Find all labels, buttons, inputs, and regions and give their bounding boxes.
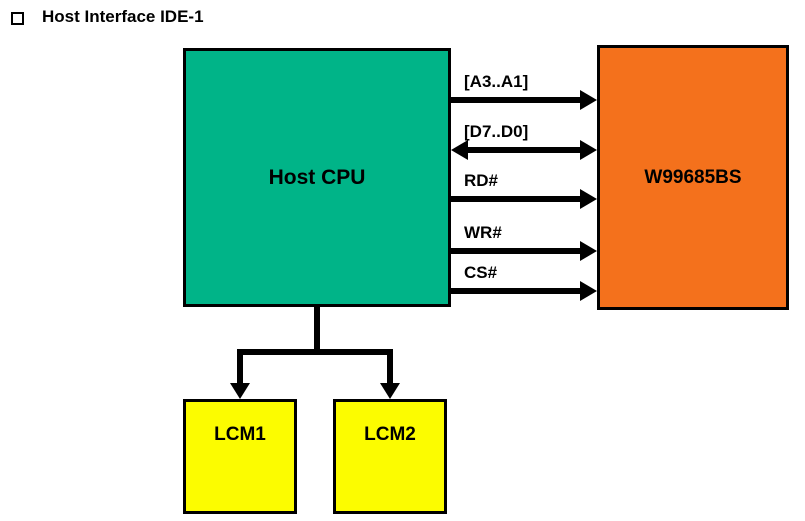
- arrowhead-down-lcm1-icon: [230, 383, 250, 399]
- w99685bs-box: W99685BS: [597, 45, 789, 310]
- signal-a3-a1: [A3..A1]: [451, 72, 597, 110]
- signal-line: [467, 147, 581, 153]
- signal-wr: WR#: [451, 223, 597, 261]
- square-bullet-icon: [11, 12, 24, 25]
- connector-branch-lcm1-line: [237, 349, 243, 385]
- host-cpu-label: Host CPU: [268, 165, 366, 189]
- page-title: Host Interface IDE-1: [42, 7, 204, 26]
- lcm2-label: LCM2: [364, 424, 416, 445]
- signal-line: [451, 196, 581, 202]
- signal-label-a3-a1: [A3..A1]: [464, 72, 529, 91]
- signal-line: [451, 248, 581, 254]
- arrowhead-down-lcm2-icon: [380, 383, 400, 399]
- arrowhead-right-icon: [580, 140, 597, 160]
- connector-horizontal-line: [237, 349, 393, 355]
- connector-stem-line: [314, 305, 320, 355]
- arrowhead-right-icon: [580, 241, 597, 261]
- arrowhead-right-icon: [580, 90, 597, 110]
- connector-branch-lcm2-line: [387, 349, 393, 385]
- lcm1-label: LCM1: [214, 424, 266, 445]
- signal-label-cs: CS#: [464, 263, 498, 282]
- signal-label-wr: WR#: [464, 223, 502, 242]
- signal-label-d7-d0: [D7..D0]: [464, 122, 529, 141]
- signal-d7-d0: [D7..D0]: [451, 122, 597, 160]
- chip-label: W99685BS: [644, 166, 742, 188]
- arrowhead-right-icon: [580, 189, 597, 209]
- arrowhead-right-icon: [580, 281, 597, 301]
- arrowhead-left-icon: [451, 140, 468, 160]
- signal-line: [451, 97, 581, 103]
- signal-rd: RD#: [451, 171, 597, 209]
- lcm1-box: LCM1: [183, 399, 297, 514]
- lcm2-box: LCM2: [333, 399, 447, 514]
- signal-line: [451, 288, 581, 294]
- signal-cs: CS#: [451, 263, 597, 301]
- signal-label-rd: RD#: [464, 171, 499, 190]
- host-cpu-box: Host CPU: [183, 48, 451, 307]
- title-row: Host Interface IDE-1: [0, 0, 805, 34]
